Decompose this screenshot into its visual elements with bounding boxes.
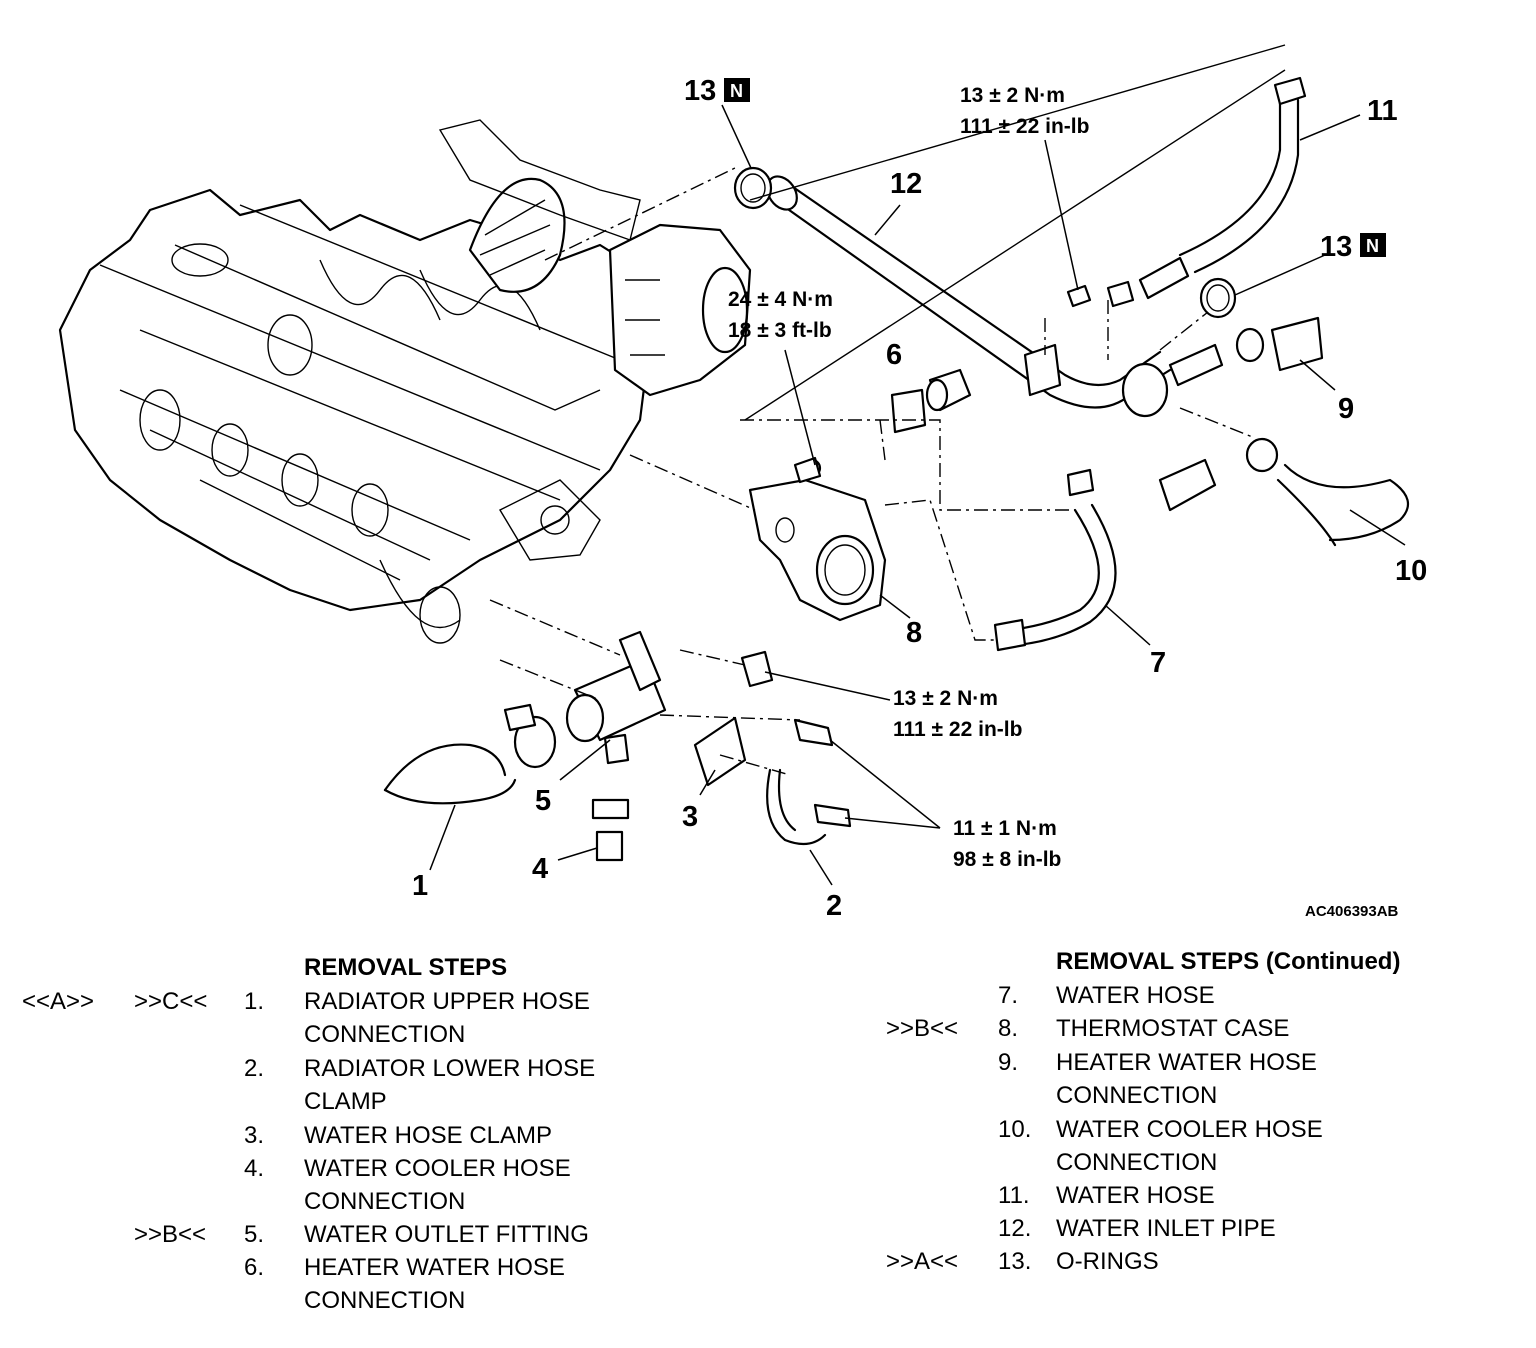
- step-label: O-RINGS: [1056, 1248, 1159, 1275]
- step-number: 3.: [244, 1122, 265, 1149]
- step-number: 6.: [244, 1254, 265, 1281]
- figure-id: AC406393AB: [1305, 903, 1399, 920]
- step-mark-a: >>A<<: [886, 1248, 959, 1275]
- step-label: WATER COOLER HOSE: [304, 1155, 571, 1182]
- step-number: 8.: [998, 1015, 1019, 1042]
- step-label-cont: CLAMP: [304, 1088, 387, 1115]
- step-number: 11.: [998, 1182, 1030, 1209]
- callout-5: 5: [535, 785, 551, 817]
- step-number: 2.: [244, 1055, 265, 1082]
- step-label-cont: CONNECTION: [304, 1287, 466, 1314]
- step-label: WATER HOSE: [1056, 1182, 1215, 1209]
- step-mark-b: >>B<<: [886, 1015, 959, 1042]
- removal-steps-title: REMOVAL STEPS: [304, 954, 508, 981]
- step-label-cont: CONNECTION: [304, 1021, 466, 1048]
- callout-3: 3: [682, 801, 698, 833]
- assembly-lines: [489, 44, 1286, 776]
- water-cooler-hose-part: [1158, 437, 1410, 547]
- leader-lines: [429, 104, 1406, 886]
- step-number: 9.: [998, 1049, 1019, 1076]
- callout-13-right: 13 N: [1320, 231, 1386, 263]
- step-label: WATER COOLER HOSE: [1056, 1116, 1323, 1143]
- water-cooler-hose-4-part: [591, 798, 630, 862]
- callout-13-upper: 13 N: [684, 75, 750, 107]
- callout-8: 8: [906, 617, 922, 649]
- step-number: 4.: [244, 1155, 265, 1182]
- callout-11: 11: [1367, 95, 1398, 127]
- torque-spec-middle: 13 ± 2 N·m 111 ± 22 in-lb: [893, 687, 1022, 741]
- step-label: HEATER WATER HOSE: [304, 1254, 565, 1281]
- step-mark-a: <<A>>: [22, 988, 95, 1015]
- removal-steps-left: REMOVAL STEPS <<A>> >>C<< 1. RADIATOR UP…: [0, 951, 700, 1331]
- svg-text:24 ± 4 N·m: 24 ± 4 N·m: [728, 288, 833, 311]
- step-number: 10.: [998, 1116, 1032, 1143]
- callout-2: 2: [826, 890, 842, 922]
- water-inlet-pipe-part: [766, 175, 1224, 418]
- step-label: THERMOSTAT CASE: [1056, 1015, 1290, 1042]
- heater-hose-6-part: [890, 368, 972, 434]
- callout-10: 10: [1395, 555, 1427, 587]
- radiator-upper-hose-part: [383, 703, 557, 805]
- step-number: 13.: [998, 1248, 1032, 1275]
- step-number: 7.: [998, 982, 1019, 1009]
- step-label: WATER INLET PIPE: [1056, 1215, 1276, 1242]
- svg-text:13 ± 2 N·m: 13 ± 2 N·m: [893, 687, 998, 710]
- svg-text:13: 13: [1320, 231, 1352, 263]
- step-label-cont: CONNECTION: [304, 1188, 466, 1215]
- water-outlet-fitting-part: [565, 630, 667, 765]
- svg-text:13: 13: [684, 75, 716, 107]
- o-ring-right: [1199, 277, 1237, 319]
- water-hose-11-part: [1138, 76, 1307, 300]
- step-number: 1.: [244, 988, 265, 1015]
- water-hose-clamp-part: [693, 716, 747, 787]
- callout-12: 12: [890, 168, 922, 200]
- bolts: [740, 280, 1135, 828]
- svg-text:18 ± 3 ft-lb: 18 ± 3 ft-lb: [728, 319, 832, 342]
- svg-text:11 ± 1 N·m: 11 ± 1 N·m: [953, 817, 1057, 840]
- step-label: RADIATOR LOWER HOSE: [304, 1055, 596, 1082]
- heater-water-hose-part: [1235, 316, 1324, 372]
- svg-text:98 ± 8 in-lb: 98 ± 8 in-lb: [953, 848, 1061, 871]
- svg-text:13 ± 2 N·m: 13 ± 2 N·m: [960, 84, 1065, 107]
- torque-spec-lower: 11 ± 1 N·m 98 ± 8 in-lb: [953, 817, 1061, 871]
- callout-7: 7: [1150, 647, 1166, 679]
- step-label: WATER HOSE: [1056, 982, 1215, 1009]
- engine-block-drawing: [58, 119, 752, 644]
- removal-steps-right: REMOVAL STEPS (Continued) 7. WATER HOSE …: [0, 945, 1536, 1285]
- step-label: WATER OUTLET FITTING: [304, 1221, 589, 1248]
- n-badge: N: [1366, 236, 1379, 256]
- svg-text:111 ± 22 in-lb: 111 ± 22 in-lb: [893, 718, 1022, 741]
- torque-spec-throttle: 24 ± 4 N·m 18 ± 3 ft-lb: [728, 288, 833, 342]
- callout-9: 9: [1338, 393, 1354, 425]
- removal-steps-continued-title: REMOVAL STEPS (Continued): [1056, 948, 1401, 975]
- step-label-cont: CONNECTION: [1056, 1082, 1218, 1109]
- step-number: 5.: [244, 1221, 265, 1248]
- step-number: 12.: [998, 1215, 1032, 1242]
- torque-spec-top: 13 ± 2 N·m 111 ± 22 in-lb: [960, 84, 1089, 138]
- water-hose-7-part: [993, 468, 1117, 652]
- callout-6: 6: [886, 339, 902, 371]
- callout-1: 1: [412, 870, 428, 902]
- callout-4: 4: [532, 853, 548, 885]
- step-label: WATER HOSE CLAMP: [304, 1122, 553, 1149]
- step-mark-c: >>C<<: [134, 988, 208, 1015]
- svg-text:111 ± 22 in-lb: 111 ± 22 in-lb: [960, 115, 1089, 138]
- n-badge: N: [730, 81, 743, 101]
- step-label: HEATER WATER HOSE: [1056, 1049, 1317, 1076]
- step-label: RADIATOR UPPER HOSE: [304, 988, 590, 1015]
- radiator-lower-hose-clamp-part: [766, 768, 827, 846]
- exploded-parts-diagram: 1 2 3 4 5 6 7 8 9 10 11 12 13 N 13 N 13 …: [58, 44, 1427, 922]
- step-label-cont: CONNECTION: [1056, 1149, 1218, 1176]
- thermostat-case-part: [748, 458, 887, 622]
- step-mark-b: >>B<<: [134, 1221, 207, 1248]
